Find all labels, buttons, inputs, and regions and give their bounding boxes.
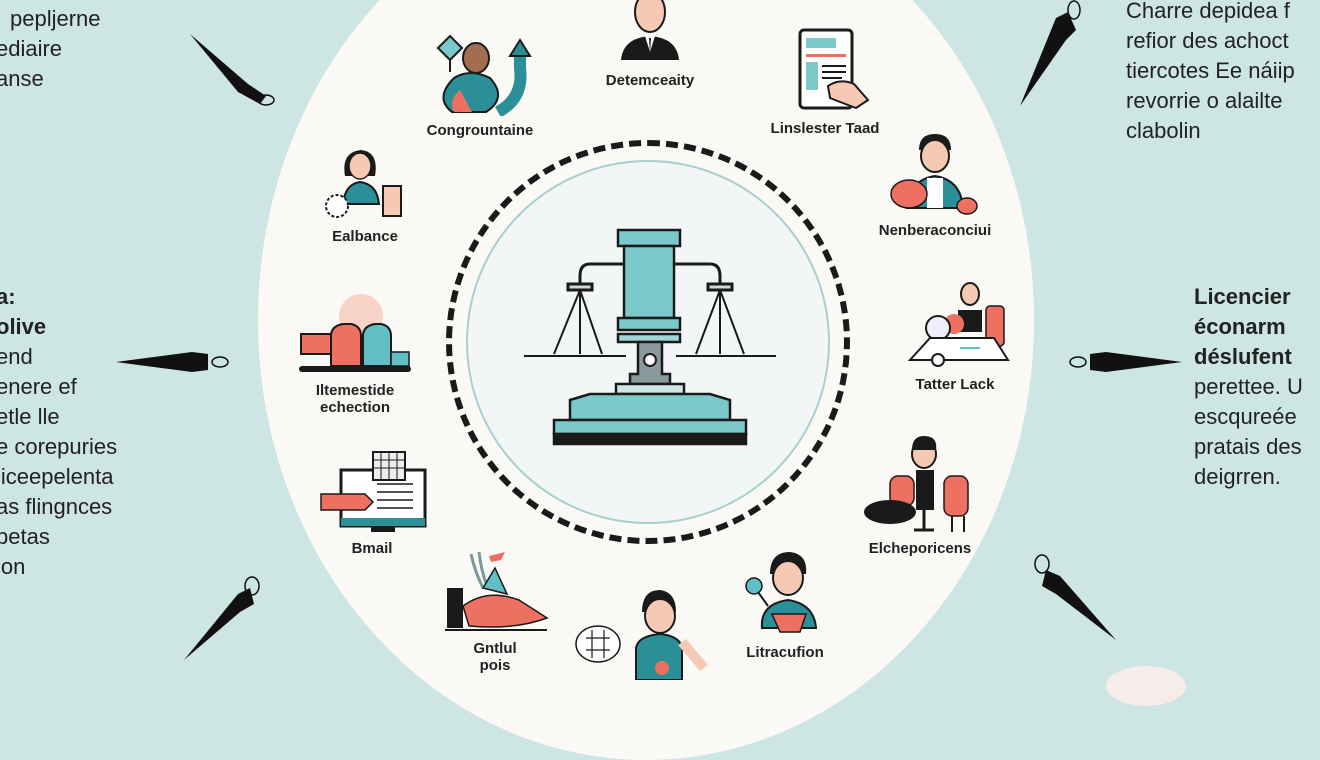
heading-line: Licencier bbox=[1194, 284, 1291, 309]
text-line: clabolin bbox=[1126, 118, 1201, 143]
person-growth-icon bbox=[436, 34, 532, 116]
node-label: Tatter Lack bbox=[915, 376, 995, 393]
man-boxing-icon bbox=[890, 134, 978, 215]
node-label: Bmail bbox=[351, 540, 393, 557]
node-left-lower: Bmail bbox=[312, 450, 432, 557]
node-bottom-right: Litracufion bbox=[730, 548, 840, 661]
woman-gear-icon bbox=[325, 150, 402, 218]
person-ball-icon bbox=[575, 590, 708, 680]
text-line: as flingnces bbox=[0, 494, 113, 519]
side-text-mid-right: Licencier éconarm déslufent perettee. U … bbox=[1194, 282, 1303, 492]
node-right-lower: Elcheporicens bbox=[850, 436, 990, 557]
document-hand-icon bbox=[798, 28, 870, 110]
node-label: Iltemestide echection bbox=[315, 382, 395, 416]
man-chairs-icon bbox=[864, 436, 969, 532]
man-desk-icon bbox=[907, 282, 1010, 367]
text-line: pepljerne bbox=[10, 6, 101, 31]
scales-of-justice-icon bbox=[524, 228, 776, 446]
node-right-upper: Nenberaconciui bbox=[860, 128, 1010, 239]
node-label: Detemceaity bbox=[605, 72, 695, 89]
heading-line: olive bbox=[0, 314, 47, 339]
text-line: petas bbox=[0, 524, 50, 549]
arrow-icon-bottom-right bbox=[1034, 554, 1116, 640]
text-line: pratais des bbox=[1194, 434, 1302, 459]
text-line: ion bbox=[0, 554, 26, 579]
node-label: Litracufion bbox=[746, 644, 824, 661]
node-label: Gntlul pois bbox=[473, 640, 517, 674]
decorative-blob bbox=[1106, 666, 1186, 706]
bottles-icon bbox=[299, 294, 411, 372]
node-label: Elcheporicens bbox=[868, 540, 972, 557]
businessman-icon bbox=[621, 0, 679, 60]
node-top-right: Linslester Taad bbox=[740, 26, 910, 137]
node-bottom bbox=[572, 588, 712, 686]
node-right-mid: Tatter Lack bbox=[890, 280, 1020, 393]
node-label: Nenberaconciui bbox=[878, 222, 992, 239]
text-line: tiercotes Ee náiip bbox=[1126, 58, 1295, 83]
arrow-icon-bottom-left bbox=[184, 576, 260, 660]
text-line: enere ef bbox=[0, 374, 77, 399]
heading-line: a: bbox=[0, 284, 16, 309]
heading-line: déslufent bbox=[1194, 344, 1292, 369]
text-line: refior des achoct bbox=[1126, 28, 1289, 53]
dashed-ring bbox=[446, 140, 850, 544]
text-line: liceepelenta bbox=[0, 464, 114, 489]
side-text-top-right: Charre depidea f refior des achoct tierc… bbox=[1126, 0, 1295, 146]
person-box-icon bbox=[745, 552, 818, 633]
text-line: e corepuries bbox=[0, 434, 118, 459]
node-top: Detemceaity bbox=[560, 0, 740, 89]
node-label: Ealbance bbox=[332, 228, 398, 245]
text-line: etle lle bbox=[0, 404, 60, 429]
node-left-mid: Iltemestide echection bbox=[280, 290, 430, 416]
node-bottom-left: Gntlul pois bbox=[430, 548, 560, 674]
text-line: revorrie o alailte bbox=[1126, 88, 1283, 113]
hand-tool-icon bbox=[445, 551, 549, 631]
text-line: deigrren. bbox=[1194, 464, 1281, 489]
node-label: Linslester Taad bbox=[770, 120, 880, 137]
text-line: end bbox=[0, 344, 33, 369]
text-line: Charre depidea f bbox=[1126, 0, 1290, 23]
node-left-upper: Ealbance bbox=[300, 142, 430, 245]
arrow-icon-top-left bbox=[190, 34, 275, 106]
node-top-left: Congrountaine bbox=[400, 28, 560, 139]
text-line: ediaire bbox=[0, 36, 63, 61]
side-text-mid-left: a: olive end enere ef etle lle e corepur… bbox=[0, 282, 117, 582]
heading-line: éconarm bbox=[1194, 314, 1286, 339]
text-line: anse bbox=[0, 66, 44, 91]
computer-icon bbox=[320, 451, 427, 532]
arrow-icon-mid-left bbox=[116, 352, 229, 372]
text-line: perettee. U bbox=[1194, 374, 1303, 399]
text-line: escqureée bbox=[1194, 404, 1297, 429]
arrow-icon-mid-right bbox=[1069, 352, 1182, 372]
side-text-top-left: pepljerne ediaire anse bbox=[0, 4, 101, 94]
arrow-icon-top-right bbox=[1020, 0, 1081, 106]
node-label: Congrountaine bbox=[426, 122, 534, 139]
